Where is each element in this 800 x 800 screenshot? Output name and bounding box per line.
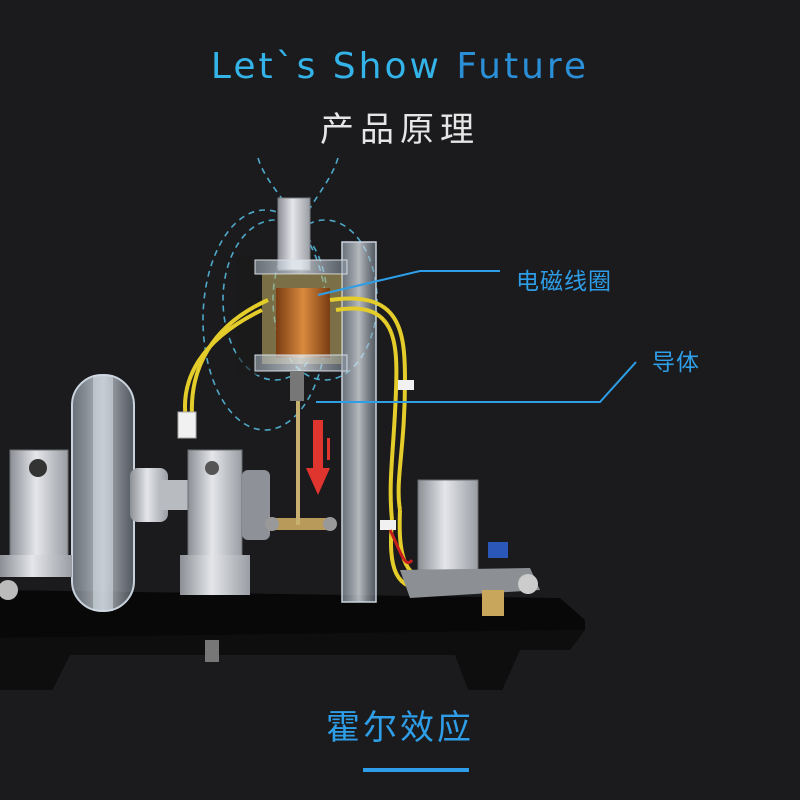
hall-effect-motor-model bbox=[0, 157, 637, 695]
product-illustration bbox=[0, 150, 800, 695]
section-subtitle: 产品原理 bbox=[320, 110, 480, 150]
crank-linkage bbox=[265, 400, 337, 531]
cable-tie-upper bbox=[398, 380, 414, 390]
callout-conductor: 导体 bbox=[652, 350, 700, 376]
yellow-wiring bbox=[183, 296, 439, 592]
hall-effect-caption: 霍尔效应 bbox=[326, 708, 474, 748]
red-wire bbox=[388, 529, 414, 564]
headline: Let`s Show Future bbox=[0, 46, 800, 87]
wire-connector bbox=[177, 411, 197, 439]
hall-sensor-board bbox=[400, 479, 540, 616]
callout-electromagnetic-coil: 电磁线圈 bbox=[516, 269, 612, 295]
bearing-block-left bbox=[0, 449, 72, 600]
electromagnetic-coil bbox=[236, 197, 348, 401]
headline-part-2: Future bbox=[456, 46, 590, 87]
headline-part-1: Let`s Show bbox=[210, 46, 442, 87]
current-direction-arrow bbox=[306, 420, 330, 495]
caption-underline bbox=[363, 768, 469, 772]
flywheel bbox=[71, 374, 190, 612]
acrylic-upright bbox=[341, 241, 377, 603]
bearing-block-right bbox=[180, 449, 270, 595]
base-plate bbox=[0, 590, 585, 695]
callout-leaders bbox=[316, 270, 637, 403]
cable-tie-lower bbox=[380, 520, 396, 530]
